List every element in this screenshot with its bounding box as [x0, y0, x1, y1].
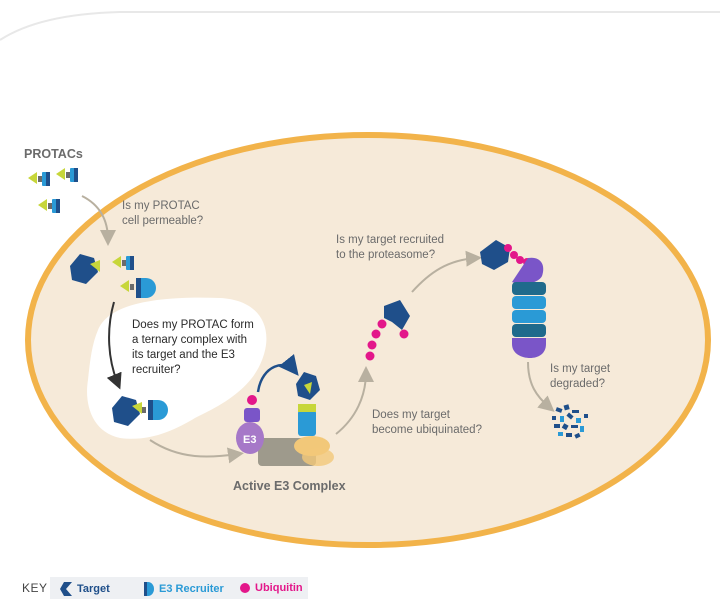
- degraded-fragments: [552, 404, 588, 439]
- ternary-complex: [112, 396, 168, 426]
- permeable-question-line1: Is my PROTAC: [122, 200, 200, 212]
- to-degraded-arrow: [527, 361, 555, 412]
- cell-membrane: [25, 132, 711, 548]
- ubiquinated-question-line2: become ubiquinated?: [372, 424, 482, 436]
- background-arc: [0, 11, 720, 41]
- key-item-e3-recruiter: E3 Recruiter: [142, 582, 224, 596]
- protac-molecule: [112, 256, 134, 270]
- e3-recruiter-bound: [120, 278, 156, 298]
- key-item-target: Target: [60, 582, 110, 596]
- key-ubiquitin-label: Ubiquitin: [255, 582, 303, 594]
- ternary-question-line3: its target and the E3: [132, 349, 235, 361]
- active-complex-label: Active E3 Complex: [233, 479, 346, 493]
- ubiquitin-transfer-arrow: [256, 353, 299, 393]
- degraded-question-line1: Is my target: [550, 363, 611, 375]
- ubiquinated-question-line1: Does my target: [372, 409, 451, 421]
- ternary-question-line4: recruiter?: [132, 364, 181, 376]
- proteasome: [512, 257, 546, 358]
- target-protein: [70, 254, 100, 284]
- ubiquitin-icon: [240, 583, 250, 593]
- key-target-label: Target: [77, 583, 110, 595]
- proteasome-question-line1: Is my target recruited: [336, 234, 444, 246]
- target-icon: [60, 582, 72, 596]
- proteasome-question-line2: to the proteasome?: [336, 249, 435, 261]
- ternary-arrow: [106, 301, 122, 390]
- key-title: KEY: [22, 581, 48, 595]
- key-item-ubiquitin: Ubiquitin: [240, 582, 303, 594]
- protac-molecule: [28, 172, 50, 186]
- key-e3-recruiter-label: E3 Recruiter: [159, 583, 224, 595]
- key-bar: [50, 577, 308, 599]
- permeability-arrow: [81, 195, 116, 246]
- to-ubiquitinated-arrow: [335, 366, 374, 435]
- to-proteasome-arrow: [411, 250, 482, 293]
- e3-badge: E3: [243, 434, 256, 446]
- permeable-question-line2: cell permeable?: [122, 215, 203, 227]
- to-complex-arrow: [149, 439, 244, 464]
- protac-molecule: [56, 168, 78, 182]
- protacs-label: PROTACs: [24, 147, 83, 161]
- e3-recruiter-icon: [144, 582, 154, 596]
- degraded-question-line2: degraded?: [550, 378, 605, 390]
- active-e3-complex: E3: [236, 372, 334, 466]
- ubiquitinated-target: [365, 300, 410, 361]
- ternary-question-line2: a ternary complex with: [132, 334, 247, 346]
- ternary-question-line1: Does my PROTAC form: [132, 319, 254, 331]
- protac-molecule: [38, 199, 60, 213]
